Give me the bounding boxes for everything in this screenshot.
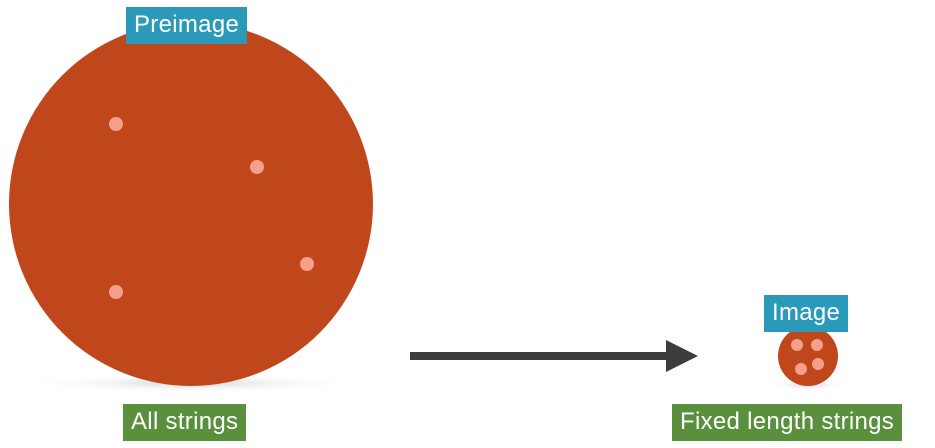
- image-dot: [811, 339, 823, 351]
- preimage-label: Preimage: [126, 7, 248, 44]
- preimage-dot: [300, 257, 314, 271]
- image-circle: [778, 326, 838, 386]
- image-dot: [791, 339, 803, 351]
- preimage-dot: [109, 117, 123, 131]
- image-dot: [812, 358, 824, 370]
- all-strings-label: All strings: [123, 404, 247, 441]
- arrow-head: [666, 340, 698, 372]
- image-label: Image: [764, 295, 849, 332]
- image-dot: [795, 363, 807, 375]
- preimage-dot: [109, 285, 123, 299]
- preimage-circle: [9, 22, 373, 386]
- preimage-dot: [250, 160, 264, 174]
- fixed-length-strings-label: Fixed length strings: [672, 404, 903, 441]
